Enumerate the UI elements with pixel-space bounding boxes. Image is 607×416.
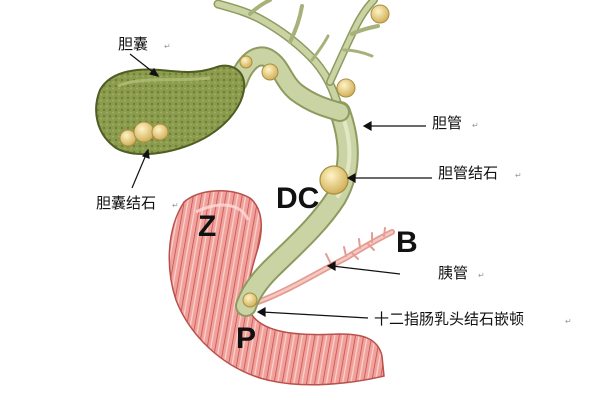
bile-duct-stone — [319, 165, 349, 195]
marker-z: Z — [198, 210, 216, 243]
paragraph-mark: ↵ — [172, 201, 179, 210]
stone — [336, 78, 356, 98]
paragraph-mark: ↵ — [515, 171, 522, 180]
cystic-duct — [228, 46, 350, 122]
label-gallbladder: 胆囊 — [118, 35, 148, 53]
gallbladder — [95, 64, 246, 156]
duodenum — [168, 190, 385, 386]
paragraph-mark: ↵ — [164, 42, 171, 51]
label-pancreatic-duct: 胰管 — [438, 264, 468, 282]
stone — [370, 4, 390, 24]
label-bile-duct: 胆管 — [432, 114, 462, 132]
hepatic-ducts — [213, 0, 380, 117]
marker-dc: DC — [276, 182, 319, 215]
paragraph-mark: ↵ — [478, 271, 485, 280]
marker-b: B — [396, 226, 418, 259]
stone — [151, 123, 169, 141]
papilla-stone — [242, 292, 258, 308]
marker-p: P — [236, 322, 256, 355]
stone — [133, 121, 155, 143]
paragraph-mark: ↵ — [472, 121, 479, 130]
stone — [261, 63, 279, 81]
gallbladder-stones — [119, 121, 169, 147]
pancreatic-duct — [255, 227, 395, 305]
label-bile-duct-stone: 胆管结石 — [438, 164, 498, 182]
paragraph-mark: ↵ — [565, 317, 572, 326]
label-gallbladder-stone: 胆囊结石 — [96, 194, 156, 212]
stone — [239, 55, 253, 69]
duct-stones — [239, 4, 390, 308]
pointer-arrows — [129, 53, 432, 319]
label-papilla-impaction: 十二指肠乳头结石嵌顿 — [374, 310, 524, 328]
